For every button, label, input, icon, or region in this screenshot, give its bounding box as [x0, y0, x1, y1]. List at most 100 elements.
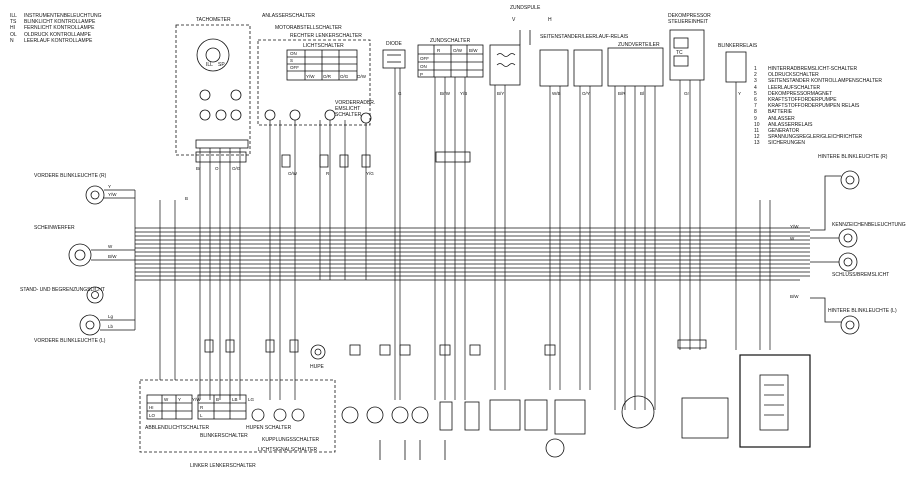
legend-right-item: 11 GENERATOR: [754, 128, 882, 134]
wire-code-label: Y/W: [790, 224, 799, 229]
wire-code-label: O/G: [232, 166, 241, 171]
legend-right-text: DEKOMPRESSORMAGNET: [768, 90, 833, 97]
rechter-lenkerschalter-block: [257, 39, 372, 126]
blinker-col-label: LG: [248, 397, 255, 402]
dekompressor-block: [669, 29, 705, 81]
legend-right-key: 11: [754, 128, 760, 135]
abblend-col-label: W: [164, 397, 169, 402]
legend-right-text: KRAFTSTOFFORDERPUMPEN RELAIS: [768, 103, 860, 110]
wire-code-label: B/W: [108, 254, 117, 259]
harness-bus: [134, 190, 810, 380]
lichtschalter-col-label: Y/W: [306, 74, 315, 79]
hintere-blink-r-label: HINTERE BLINKLEUCHTE (R): [818, 154, 888, 160]
zundschalter-row-label: P: [420, 72, 423, 77]
wire-code-label: Y: [738, 91, 741, 96]
abblend-col-label: Y: [178, 397, 181, 402]
vordere-blinkleuchte-r-block: [85, 185, 135, 205]
hupe-block: [310, 344, 326, 360]
zundschalter-row-label: ON: [420, 64, 427, 69]
wire-code-label: O/Y: [582, 91, 590, 96]
wire-code-label: B/W: [790, 294, 799, 299]
legend-right-text: GENERATOR: [768, 128, 800, 135]
schluss-label: SCHLUSS/BREMSLICHT: [832, 272, 890, 278]
vordere-blink-r-label: VORDERE BLINKLEUCHTE (R): [34, 173, 107, 179]
legend-left-text: OLDRUCK KONTROLLAMPE: [24, 31, 91, 38]
motorabstellschalter-label: MOTORABSTELLSCHALTER: [275, 25, 342, 31]
wire-code-label: Br: [196, 166, 201, 171]
linker-lenkerschalter-block: [139, 379, 336, 453]
legend-right-key: 12: [754, 134, 760, 141]
lichtschalter-col-label: O/R: [323, 74, 332, 79]
blinker-row-label: L: [200, 413, 203, 418]
wire-code-label: Bl: [640, 91, 644, 96]
legend-right-item: 5 DEKOMPRESSORMAGNET: [754, 91, 882, 97]
legend-left-text: LEERLAUF KONTROLLAMPE: [24, 37, 93, 44]
blinkerrelais-label: BLINKERRELAIS: [718, 43, 758, 49]
legend-right-key: 1: [754, 66, 757, 72]
zundschalter-label: ZUNDSCHALTER: [430, 38, 471, 44]
legend-right-text: OLDRUCKSCHALTER: [768, 72, 819, 79]
standlicht-block: [86, 286, 104, 304]
wire-code-label: Gr: [684, 91, 690, 96]
wire-code-label: Y: [108, 184, 111, 189]
lichtschalter-col-label: O/W: [357, 74, 367, 79]
kupplung-label: KUPPLUNGSSCHALTER: [262, 437, 320, 443]
hintere-blinkleuchte-r-block: [810, 170, 860, 231]
wire-code-label: W: [108, 244, 113, 249]
legend-right-item: 2 OLDRUCKSCHALTER: [754, 72, 882, 78]
legend-right-item: 8 BATTERIE: [754, 109, 882, 115]
zundschalter-col-label: O/W: [453, 48, 463, 53]
hintere-blink-l-label: HINTERE BLINKLEUCHTE (L): [828, 308, 897, 314]
wire-code-label: R: [326, 171, 330, 176]
hupen-schalter-label: HUPEN SCHALTER: [246, 425, 292, 431]
ill-label: ILL: [206, 62, 213, 68]
lichtschalter-row-label: OFF: [290, 65, 299, 70]
legend-right-key: 5: [754, 90, 757, 97]
kennzeichen-label: KENNZEICHENBELEUCHTUNG: [832, 222, 906, 228]
legend-right-key: 2: [754, 72, 757, 79]
legend-right-key: 8: [754, 109, 757, 116]
legend-right-key: 6: [754, 97, 757, 104]
wire-code-label: B/Y: [497, 91, 504, 96]
connectors: [195, 151, 707, 356]
lichtschalter-row-label: S: [290, 58, 293, 63]
abblend-label: ABBLENDLICHTSCHALTER: [145, 425, 210, 431]
legend-right-text: SICHERUNGEN: [768, 140, 805, 147]
wire-code-label: Lg: [108, 314, 114, 319]
wire-code-label: B/R: [618, 91, 626, 96]
stand-label: STAND- UND BEGRENZUNGSLICHT: [20, 287, 105, 293]
blinker-col-label: B: [216, 397, 219, 402]
linker-label: LINKER LENKERSCHALTER: [190, 463, 256, 469]
zundschalter-col-label: R: [437, 48, 441, 53]
vorderrad-label: VORDERRADBR. EMSLICHT SCHALTER: [335, 100, 376, 118]
legend-left-key: TS: [10, 19, 17, 26]
legend-right-text: LEERLAUFSCHALTER: [768, 84, 821, 91]
schluss-block: [810, 252, 858, 272]
zundverteiler-block: [607, 47, 664, 87]
legend-right-text: KRAFTSTOFFORDERPUMPE: [768, 97, 837, 104]
legend-right-text: ANLASSER: [768, 115, 795, 122]
vertical-wires: [199, 68, 771, 410]
legend-right-key: 3: [754, 78, 757, 85]
wire-code-label: Br/W: [440, 91, 451, 96]
wire-code-label: O: [215, 166, 219, 171]
tachometer-label: TACHOMETER: [196, 17, 231, 23]
blinker-col-label: LB: [232, 397, 238, 402]
legend-right-key: 7: [754, 103, 757, 110]
blinker-row-label: R: [200, 405, 204, 410]
wire-code-label: G: [398, 91, 402, 96]
hupe-label: HUPE: [310, 364, 324, 370]
legend-left-text: BLINKLICHT KONTROLLAMPE: [24, 19, 96, 26]
lichtsignal-label: LICHTSIGNALSCHALTER: [258, 447, 318, 453]
v-label: V: [512, 17, 516, 23]
wire-code-label: W/B: [552, 91, 561, 96]
scheinwerfer-block: [68, 243, 135, 267]
wire-code-label: O/W: [288, 171, 298, 176]
legend-right-text: BATTERIE: [768, 109, 793, 116]
legend-right-key: 10: [754, 121, 760, 128]
